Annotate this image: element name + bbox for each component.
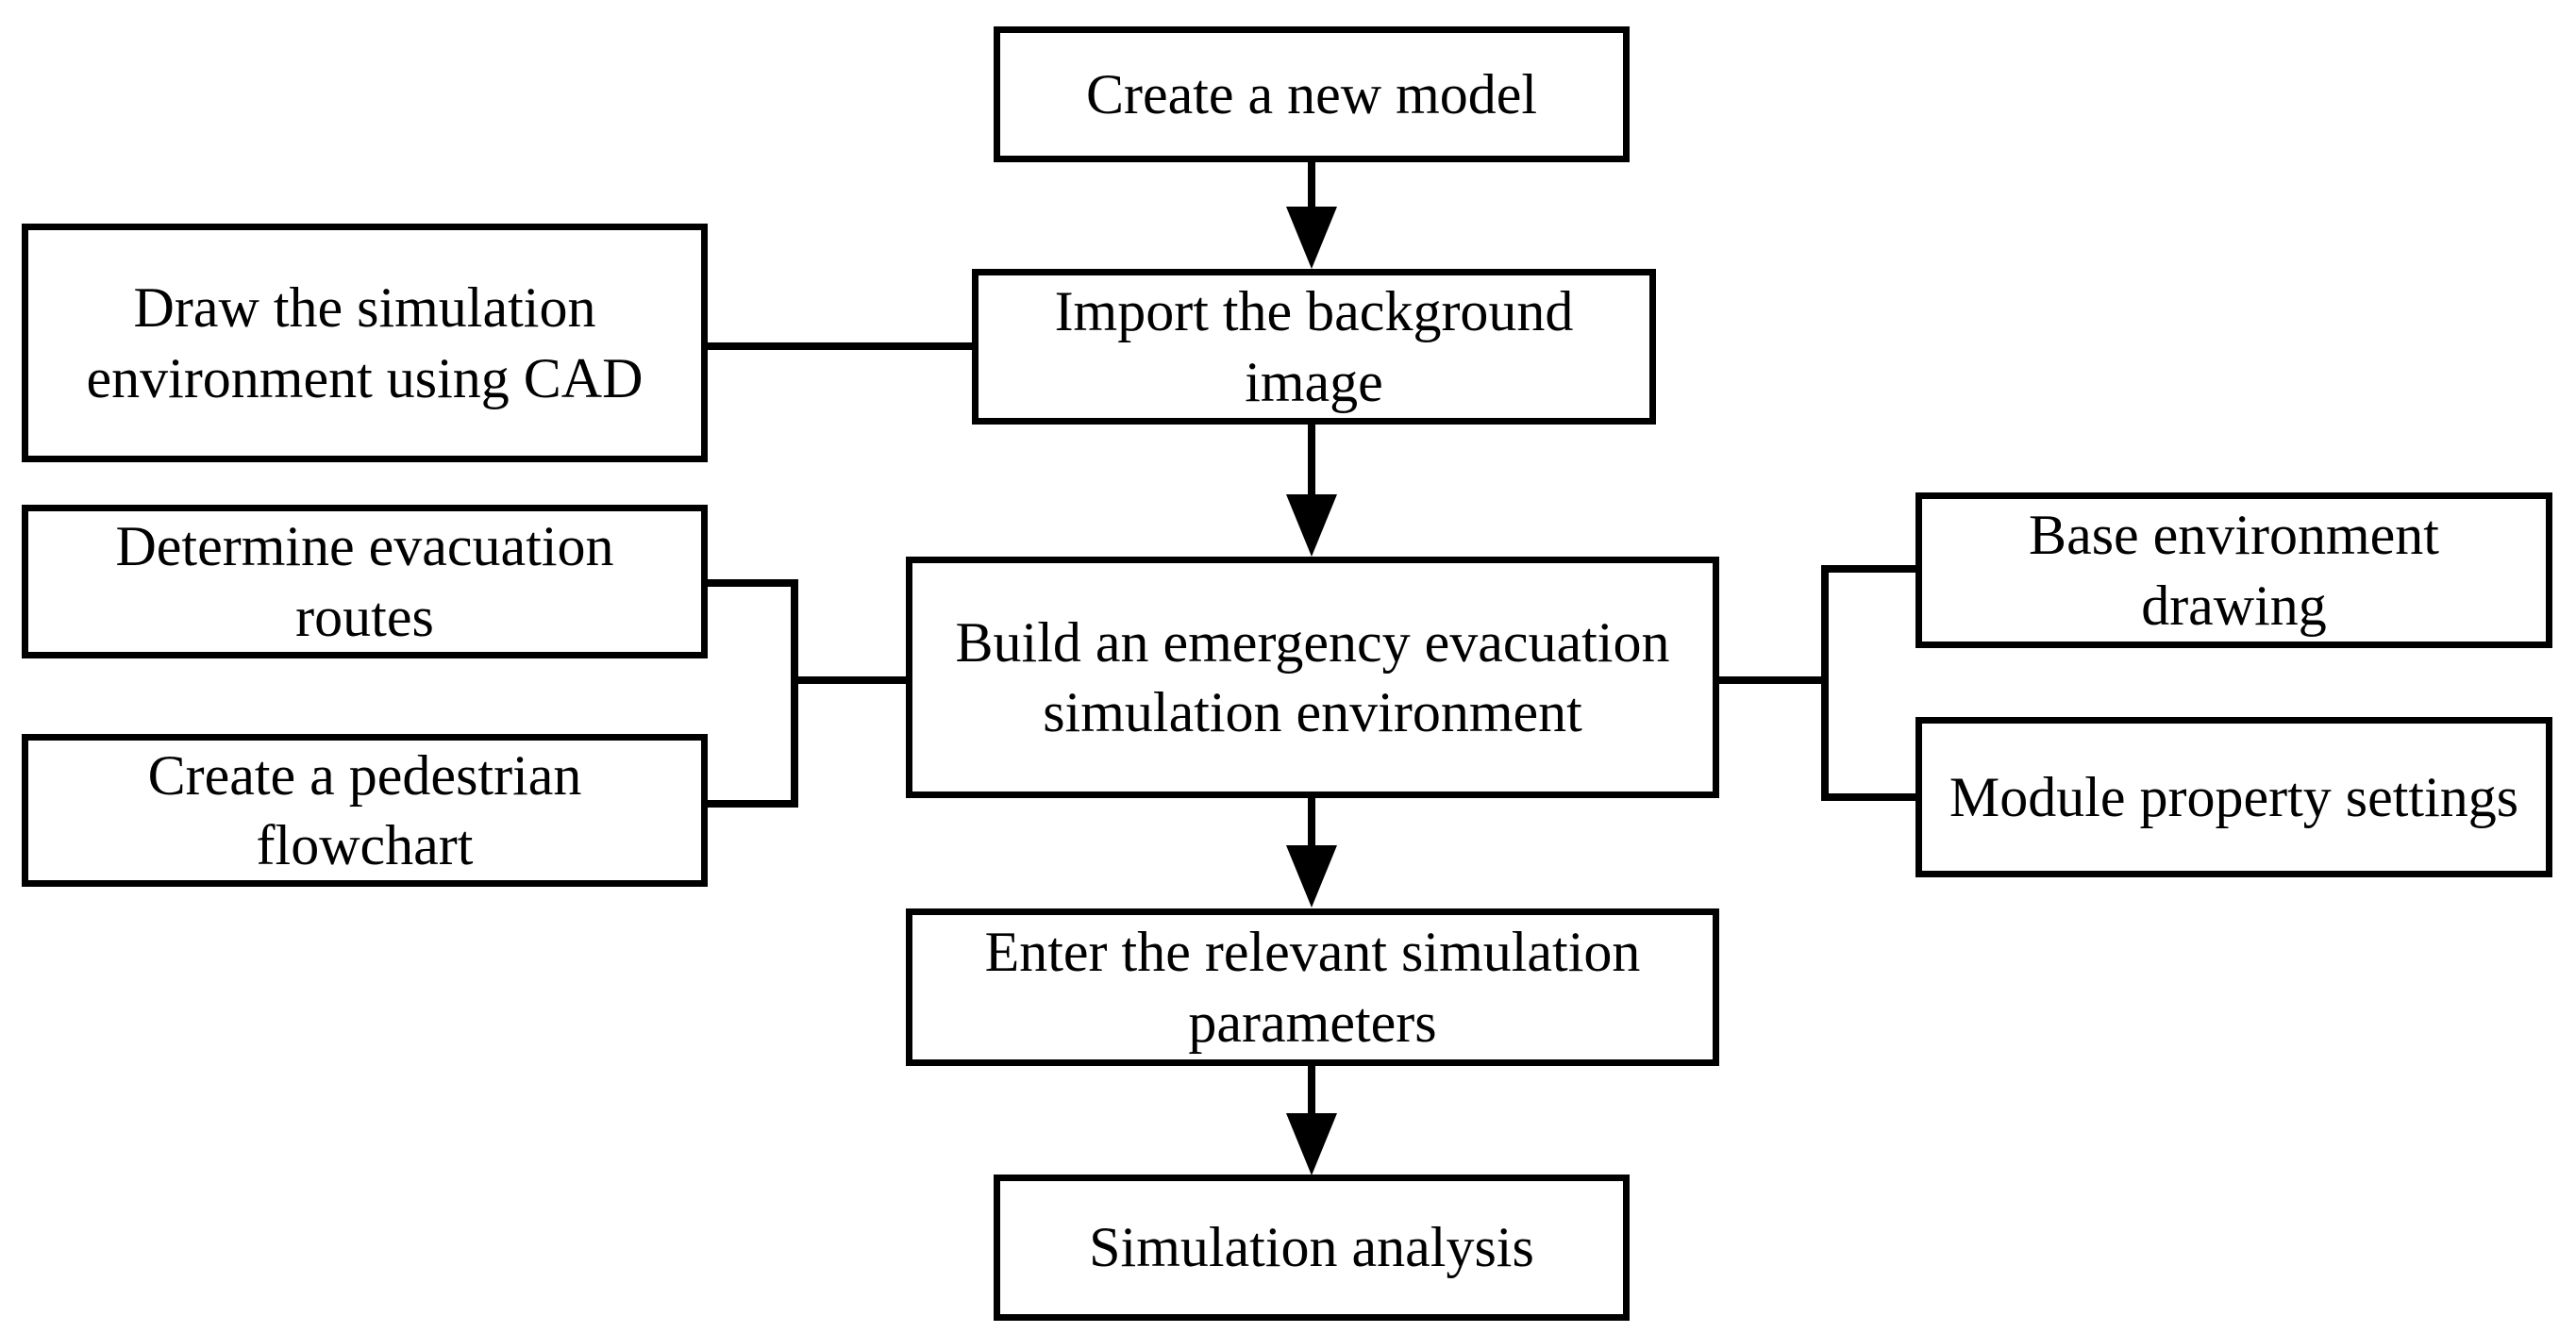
- node-determine-evacuation-routes[interactable]: Determine evacuation routes: [22, 505, 708, 658]
- connector-left-bracket-spine: [791, 579, 798, 808]
- node-base-environment-drawing[interactable]: Base environment drawing: [1915, 492, 2552, 648]
- arrowhead-parameters-to-analysis: [1286, 1113, 1337, 1175]
- node-simulation-analysis[interactable]: Simulation analysis: [994, 1175, 1630, 1321]
- node-import-the-background-image[interactable]: Import the background image: [972, 269, 1656, 425]
- connector-determine-routes-stub: [708, 579, 798, 587]
- connector-create-model-to-import: [1308, 162, 1315, 209]
- connector-create-flowchart-stub: [708, 800, 798, 808]
- connector-import-to-build: [1308, 425, 1315, 496]
- arrowhead-import-to-build: [1286, 494, 1337, 557]
- connector-parameters-to-analysis: [1308, 1066, 1315, 1118]
- arrowhead-build-to-parameters: [1286, 845, 1337, 908]
- node-build-an-emergency-evacuation-simulation-environment[interactable]: Build an emergency evacuation simulation…: [906, 557, 1719, 798]
- arrowhead-create-model-to-import: [1286, 207, 1337, 269]
- node-create-a-new-model[interactable]: Create a new model: [994, 26, 1630, 162]
- connector-right-bracket-spine: [1821, 565, 1829, 801]
- connector-build-to-parameters: [1308, 798, 1315, 847]
- node-create-a-pedestrian-flowchart[interactable]: Create a pedestrian flowchart: [22, 734, 708, 887]
- connector-cad-to-import: [708, 342, 977, 350]
- connector-right-bracket-to-module-settings: [1821, 793, 1921, 801]
- connector-build-to-right-bracket: [1714, 676, 1829, 684]
- node-draw-simulation-environment-using-cad[interactable]: Draw the simulation environment using CA…: [22, 224, 708, 462]
- connector-left-bracket-to-build: [791, 676, 912, 684]
- node-module-property-settings[interactable]: Module property settings: [1915, 717, 2552, 877]
- node-enter-the-relevant-simulation-parameters[interactable]: Enter the relevant simulation parameters: [906, 908, 1719, 1066]
- connector-right-bracket-to-base-drawing: [1821, 565, 1921, 573]
